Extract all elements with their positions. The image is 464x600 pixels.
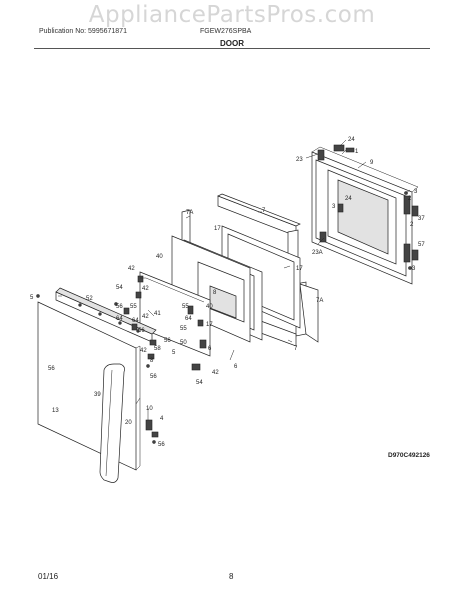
callout-label: 23 bbox=[296, 157, 303, 163]
model-number: FGEW276SPBA bbox=[200, 28, 252, 35]
callout-label: 17 bbox=[296, 266, 303, 272]
door-handle bbox=[99, 363, 125, 483]
callout-label: 20 bbox=[125, 420, 132, 426]
publication-number: Publication No: 5995671871 bbox=[39, 28, 127, 35]
callout-label: 42 bbox=[140, 348, 147, 354]
callout-label: 10 bbox=[146, 406, 153, 412]
callout-label: 5 bbox=[30, 295, 34, 301]
leader-lines bbox=[58, 139, 411, 420]
callout-label: 42 bbox=[212, 370, 219, 376]
inner-door-panel bbox=[311, 146, 419, 285]
callout-label: 7A bbox=[316, 298, 323, 304]
callout-label: 64 bbox=[185, 316, 192, 322]
callout-label: 39 bbox=[94, 392, 101, 398]
callout-label: 58 bbox=[154, 346, 161, 352]
callout-label: 9 bbox=[370, 160, 374, 166]
callout-label: 8 bbox=[150, 358, 154, 364]
section-title: DOOR bbox=[220, 39, 244, 48]
hardware bbox=[36, 275, 207, 444]
callout-label: 1 bbox=[355, 149, 359, 155]
callout-label: 7A bbox=[186, 210, 193, 216]
callout-label: 2 bbox=[408, 196, 412, 202]
callout-label: 8 bbox=[213, 290, 217, 296]
callout-label: 56 bbox=[138, 328, 145, 334]
callout-label: 17 bbox=[206, 322, 213, 328]
callout-label: 41 bbox=[154, 311, 161, 317]
callout-label: 37 bbox=[418, 216, 425, 222]
callout-label: 55 bbox=[130, 304, 137, 310]
callout-label: 7 bbox=[294, 346, 298, 352]
callout-label: 24 bbox=[345, 196, 352, 202]
callout-label: 56 bbox=[164, 338, 171, 344]
callout-label: 6 bbox=[234, 364, 238, 370]
callout-label: 57 bbox=[418, 242, 425, 248]
callout-label: 56 bbox=[48, 366, 55, 372]
callout-label: 56 bbox=[150, 374, 157, 380]
callout-label: 55 bbox=[180, 326, 187, 332]
callout-label: 2 bbox=[410, 222, 414, 228]
callout-label: 50 bbox=[180, 340, 187, 346]
door-glass bbox=[139, 271, 211, 357]
callout-label: 3 bbox=[332, 204, 336, 210]
callout-label: 54 bbox=[116, 285, 123, 291]
top-trim bbox=[55, 287, 157, 343]
watermark: AppliancePartsPros.com bbox=[88, 2, 376, 28]
callout-label: 54 bbox=[196, 380, 203, 386]
callout-label: 17 bbox=[214, 226, 221, 232]
callout-label: 7 bbox=[262, 208, 266, 214]
callout-label: 42 bbox=[128, 266, 135, 272]
callout-label: 5 bbox=[172, 350, 176, 356]
callout-label: 6 bbox=[208, 346, 212, 352]
callout-label: 52 bbox=[86, 296, 93, 302]
header-rule bbox=[34, 48, 430, 49]
callout-label: 42 bbox=[142, 314, 149, 320]
callout-label: 40 bbox=[156, 254, 163, 260]
callout-label: 56 bbox=[158, 442, 165, 448]
callout-label: 3 bbox=[412, 266, 416, 272]
page-number: 8 bbox=[229, 572, 234, 581]
callout-label: 40 bbox=[206, 304, 213, 310]
callout-label: 56 bbox=[116, 304, 123, 310]
callout-label: 55 bbox=[182, 304, 189, 310]
hinge-parts bbox=[317, 144, 419, 270]
callout-label: 4 bbox=[160, 416, 164, 422]
diagram-code: D970C492126 bbox=[388, 452, 430, 459]
callout-label: 64 bbox=[116, 316, 123, 322]
callout-label: 23A bbox=[312, 250, 323, 256]
callout-label: 3 bbox=[414, 189, 418, 195]
callout-label: 24 bbox=[348, 137, 355, 143]
callout-label: 42 bbox=[142, 286, 149, 292]
footer-date: 01/16 bbox=[38, 572, 59, 581]
callout-label: 13 bbox=[52, 408, 59, 414]
callout-labels: 24 1 23 9 3 2 7A 7 17 3 24 37 2 57 40 23… bbox=[30, 137, 425, 448]
callout-label: 64 bbox=[132, 318, 139, 324]
